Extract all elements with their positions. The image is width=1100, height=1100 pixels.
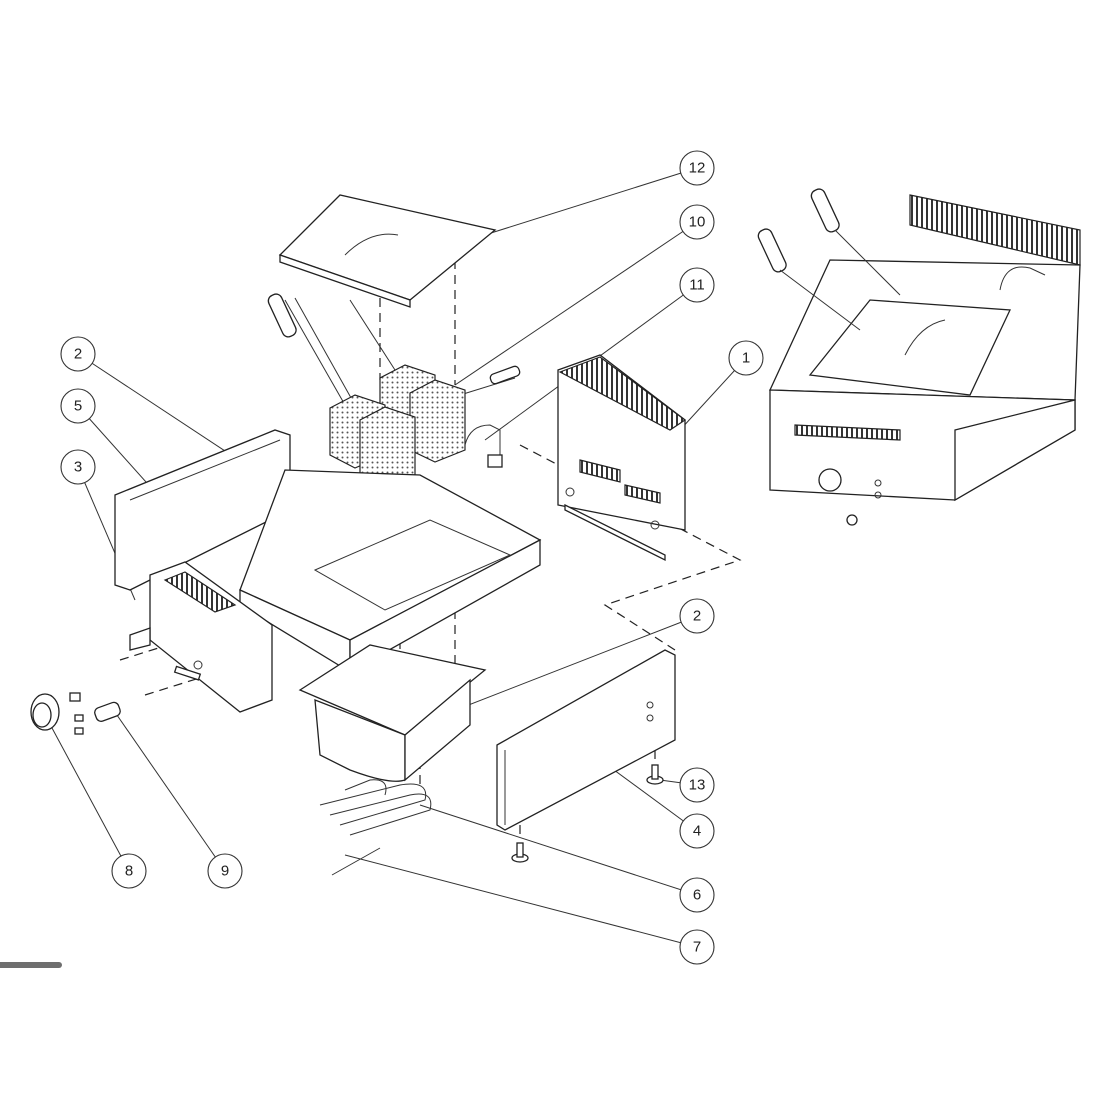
callout-number: 2 (693, 608, 701, 625)
callout-number: 6 (693, 887, 701, 904)
part-lid (278, 194, 497, 308)
callout-thermostat-probe: 7 (679, 929, 715, 965)
part-back-panel (557, 354, 687, 562)
callout-circle (679, 598, 715, 634)
callout-fry-tank: 2 (679, 598, 715, 634)
part-control-knob (30, 693, 60, 731)
part-baskets (267, 293, 521, 491)
part-front-panel (129, 561, 273, 713)
scroll-indicator-bar (0, 962, 62, 968)
callout-number: 12 (689, 160, 706, 177)
callout-circle (60, 336, 96, 372)
part-heating-element (319, 779, 432, 836)
part-feet (511, 764, 664, 863)
callout-number: 13 (689, 777, 706, 794)
leader-line-baskets (454, 221, 698, 386)
leader-line-pilot-lamp-switch (109, 704, 226, 872)
callout-circle (111, 853, 147, 889)
leader-lines (44, 167, 747, 948)
part-fry-tank (298, 644, 487, 782)
callout-number: 7 (693, 939, 701, 956)
part-side-panel-right (496, 649, 676, 831)
part-drain-pipe (464, 424, 503, 468)
callout-baskets: 10 (679, 204, 715, 240)
callout-side-panel-left: 5 (60, 388, 96, 424)
leader-line-fry-tank (429, 615, 698, 721)
callout-heating-element: 6 (679, 877, 715, 913)
part-thermostat-probe (331, 847, 381, 876)
callout-number: 8 (125, 863, 133, 880)
callout-number: 10 (689, 214, 706, 231)
leader-line-thermostat-probe (344, 854, 698, 948)
callout-top-plate: 2 (60, 336, 96, 372)
leader-line-control-knob (44, 714, 130, 872)
callout-number: 5 (74, 398, 82, 415)
callout-foot: 13 (679, 767, 715, 803)
callout-number: 9 (221, 863, 229, 880)
callout-circle (679, 929, 715, 965)
part-pilot-lamp-switch (69, 692, 121, 735)
callout-circle (679, 767, 715, 803)
callout-circle (679, 877, 715, 913)
callout-circle (60, 388, 96, 424)
callout-circle (728, 340, 764, 376)
assembled-fryer-view (757, 188, 1081, 526)
callout-circle (60, 449, 96, 485)
callout-front-panel: 3 (60, 449, 96, 485)
callout-back-panel: 1 (728, 340, 764, 376)
callout-circle (207, 853, 243, 889)
callout-number: 3 (74, 459, 82, 476)
leader-line-heating-element (419, 804, 698, 896)
callout-number: 4 (693, 823, 701, 840)
callout-circle (679, 204, 715, 240)
part-top-plate (239, 469, 542, 674)
callout-pilot-lamp-switch: 9 (207, 853, 243, 889)
callout-lid: 12 (679, 150, 715, 186)
callout-circle (679, 267, 715, 303)
callout-drain-pipe: 11 (679, 267, 715, 303)
callout-control-knob: 8 (111, 853, 147, 889)
callout-number: 11 (689, 277, 705, 294)
callout-number: 1 (742, 350, 750, 367)
callout-circle (679, 813, 715, 849)
callout-number: 2 (74, 346, 82, 363)
callout-circle (679, 150, 715, 186)
callout-side-panel-right: 4 (679, 813, 715, 849)
